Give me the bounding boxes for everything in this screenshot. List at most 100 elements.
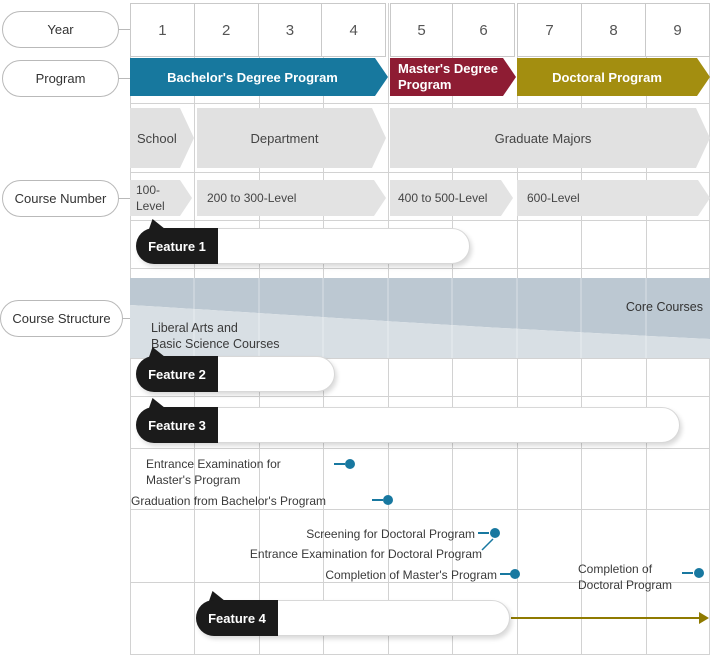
gridline-horizontal bbox=[130, 509, 710, 510]
year-cell: 9 bbox=[645, 3, 710, 57]
connector-completion-master bbox=[500, 573, 511, 575]
dot-completion-doctoral bbox=[694, 568, 704, 578]
year-cell: 7 bbox=[517, 3, 582, 57]
graduation-bachelor-text: Graduation from Bachelor's Program bbox=[131, 494, 327, 508]
completion-doctoral-line2: Doctoral Program bbox=[578, 578, 673, 592]
core-courses-area bbox=[130, 278, 710, 339]
row-label-program-text: Program bbox=[35, 71, 86, 86]
level-400-500-label: 400 to 500-Level bbox=[398, 191, 488, 205]
year-cell: 4 bbox=[321, 3, 386, 57]
feature-4-tail bbox=[209, 591, 225, 601]
year-cell: 5 bbox=[390, 3, 453, 57]
liberal-arts-label-line1: Liberal Arts and bbox=[151, 321, 238, 335]
entrance-master-line2: Master's Program bbox=[146, 473, 241, 487]
feature-2-tail bbox=[149, 347, 165, 357]
feature-4-label: Feature 4 bbox=[208, 610, 266, 626]
year-cell: 3 bbox=[257, 3, 323, 57]
milestone-completion-master: Completion of Master's Program bbox=[200, 567, 497, 583]
dot-graduation-bachelor bbox=[383, 495, 393, 505]
connector-entrance-master bbox=[334, 463, 345, 465]
completion-doctoral-line1: Completion of bbox=[578, 562, 653, 576]
graduate-majors-label: Graduate Majors bbox=[494, 130, 592, 146]
year-group-doctoral: 7 8 9 bbox=[517, 3, 710, 57]
year-cell: 8 bbox=[581, 3, 646, 57]
department-label: Department bbox=[250, 130, 319, 146]
year-group-master: 5 6 bbox=[390, 3, 515, 57]
feature-3-pill bbox=[136, 407, 680, 443]
gridline-horizontal bbox=[130, 268, 710, 269]
row-label-course-number-text: Course Number bbox=[14, 191, 107, 206]
level-100-arrow: 100- Level bbox=[130, 180, 192, 216]
feature-3-tail bbox=[149, 398, 165, 408]
graduate-majors-arrow: Graduate Majors bbox=[390, 108, 710, 168]
level-200-300-arrow: 200 to 300-Level bbox=[197, 180, 386, 216]
department-arrow: Department bbox=[197, 108, 386, 168]
course-structure-band: Core Courses Liberal Arts and Basic Scie… bbox=[130, 278, 710, 358]
feature-3-label: Feature 3 bbox=[148, 417, 206, 433]
level-100-line2: Level bbox=[136, 199, 165, 213]
gridline-horizontal bbox=[130, 396, 710, 397]
entrance-doctoral-text: Entrance Examination for Doctoral Progra… bbox=[249, 547, 482, 561]
milestone-completion-doctoral: Completion of Doctoral Program bbox=[578, 561, 672, 593]
year-2: 2 bbox=[221, 21, 231, 39]
master-program-line2: Program bbox=[398, 77, 452, 92]
bachelor-program-label: Bachelor's Degree Program bbox=[167, 69, 338, 85]
gridline-horizontal bbox=[130, 103, 710, 104]
gridline-horizontal bbox=[130, 358, 710, 359]
year-cell: 6 bbox=[452, 3, 515, 57]
core-courses-label: Core Courses bbox=[626, 300, 703, 314]
doctoral-program-label: Doctoral Program bbox=[552, 69, 662, 85]
gridline-horizontal bbox=[130, 448, 710, 449]
master-program-line1: Master's Degree bbox=[398, 61, 498, 76]
connector-course-structure bbox=[122, 318, 130, 319]
level-200-300-label: 200 to 300-Level bbox=[207, 191, 297, 205]
dot-completion-master bbox=[510, 569, 520, 579]
doctoral-duration-arrowhead-icon bbox=[699, 612, 709, 624]
gridline-horizontal bbox=[130, 220, 710, 221]
level-600-arrow: 600-Level bbox=[517, 180, 710, 216]
connector-completion-doctoral bbox=[682, 572, 693, 574]
feature-2-tag: Feature 2 bbox=[136, 356, 218, 392]
connector-course-number bbox=[118, 198, 130, 199]
row-label-program: Program bbox=[2, 60, 119, 97]
year-cell: 1 bbox=[130, 3, 195, 57]
row-label-year: Year bbox=[2, 11, 119, 48]
feature-4-tag: Feature 4 bbox=[196, 600, 278, 636]
level-600-label: 600-Level bbox=[527, 191, 580, 205]
feature-1-label: Feature 1 bbox=[148, 238, 206, 254]
school-arrow: School bbox=[130, 108, 194, 168]
liberal-arts-area bbox=[130, 305, 710, 358]
year-3: 3 bbox=[285, 21, 295, 39]
level-100-label: 100- Level bbox=[136, 182, 165, 214]
connector-year bbox=[118, 29, 130, 30]
row-label-course-structure-text: Course Structure bbox=[12, 311, 111, 326]
year-5: 5 bbox=[417, 21, 426, 39]
feature-2-label: Feature 2 bbox=[148, 366, 206, 382]
entrance-master-line1: Entrance Examination for bbox=[146, 457, 281, 471]
row-label-year-text: Year bbox=[47, 22, 74, 37]
bachelor-program-arrow: Bachelor's Degree Program bbox=[130, 58, 388, 96]
year-6: 6 bbox=[479, 21, 488, 39]
band-gridlines bbox=[193, 278, 647, 358]
row-label-course-structure: Course Structure bbox=[0, 300, 123, 337]
year-7: 7 bbox=[545, 21, 554, 39]
gridline-horizontal bbox=[130, 582, 710, 583]
dot-entrance-master bbox=[345, 459, 355, 469]
connector-program bbox=[118, 78, 130, 79]
year-cell: 2 bbox=[193, 3, 259, 57]
level-400-500-arrow: 400 to 500-Level bbox=[390, 180, 513, 216]
gridline-horizontal bbox=[130, 654, 710, 655]
milestone-graduation-bachelor: Graduation from Bachelor's Program bbox=[131, 493, 326, 509]
connector-screening-doctoral bbox=[478, 532, 489, 534]
doctoral-duration-arrow-line bbox=[511, 617, 701, 619]
year-4: 4 bbox=[349, 21, 358, 39]
milestone-screening-doctoral: Screening for Doctoral Program bbox=[200, 526, 475, 542]
level-100-line1: 100- bbox=[136, 183, 161, 197]
screening-doctoral-text: Screening for Doctoral Program bbox=[306, 527, 475, 541]
milestone-entrance-doctoral: Entrance Examination for Doctoral Progra… bbox=[200, 546, 482, 562]
connector-graduation-bachelor bbox=[372, 499, 383, 501]
year-9: 9 bbox=[673, 21, 682, 39]
